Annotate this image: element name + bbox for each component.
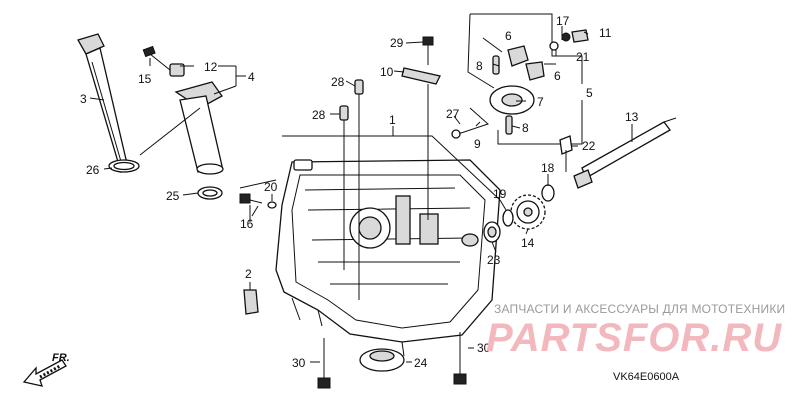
dowel-pin-part	[354, 79, 364, 95]
callout-12: 12	[204, 60, 218, 74]
callout-30b: 30	[477, 341, 491, 355]
oil-filler-tube-part	[174, 81, 224, 175]
callout-14: 14	[521, 236, 535, 250]
callout-1: 1	[389, 113, 396, 127]
callout-22: 22	[582, 139, 596, 153]
flange-bolt-part	[453, 332, 467, 385]
callout-27: 27	[446, 107, 460, 121]
dipstick-part	[77, 33, 129, 173]
callout-26: 26	[86, 163, 100, 177]
callout-20: 20	[264, 180, 278, 194]
front-direction-arrow-icon	[22, 359, 67, 387]
callout-13: 13	[625, 110, 639, 124]
callout-4: 4	[248, 70, 255, 84]
callout-2: 2	[245, 267, 252, 281]
dowel-pin-part	[339, 105, 349, 121]
washer-part	[541, 184, 555, 202]
bolt-part	[142, 45, 171, 71]
washer-part	[451, 129, 461, 139]
callout-25: 25	[166, 189, 180, 203]
callout-6: 6	[505, 29, 512, 43]
callout-8b: 8	[522, 121, 529, 135]
flange-bolt-part	[317, 338, 331, 389]
diagram-code: VK64E0600A	[613, 371, 680, 383]
drive-gear-part	[510, 194, 546, 230]
callout-28b: 28	[312, 108, 326, 122]
washer-part	[549, 41, 559, 51]
callout-30: 30	[292, 356, 306, 370]
oil-seal-part	[359, 348, 405, 372]
callout-15: 15	[138, 72, 152, 86]
callout-19: 19	[493, 187, 507, 201]
callout-21: 21	[576, 50, 590, 64]
callout-6b: 6	[554, 69, 561, 83]
clip-part	[559, 135, 573, 155]
callout-3: 3	[80, 92, 87, 106]
clip-part	[571, 29, 589, 43]
callout-28: 28	[331, 75, 345, 89]
callout-5: 5	[586, 86, 593, 100]
callout-7: 7	[537, 95, 544, 109]
callout-23: 23	[487, 253, 501, 267]
washer-part	[267, 201, 277, 209]
crankcase-cover-part	[275, 159, 501, 357]
watermark-tagline: ЗАПЧАСТИ И АКСЕССУАРЫ ДЛЯ МОТОТЕХНИКИ	[494, 302, 786, 316]
cap-part	[243, 289, 259, 315]
clip-part	[401, 67, 441, 85]
bolt-part	[239, 193, 263, 204]
callout-16: 16	[240, 217, 254, 231]
callout-29: 29	[390, 36, 404, 50]
callout-11: 11	[599, 26, 612, 40]
callout-8: 8	[476, 59, 483, 73]
camshaft-part	[573, 117, 677, 189]
pin-part	[505, 115, 513, 135]
governor-weight-part	[525, 61, 545, 81]
watermark-brand: PARTSFOR.RU	[486, 316, 783, 360]
callout-9: 9	[474, 137, 481, 151]
callout-10: 10	[380, 65, 394, 79]
front-direction-label: FR.	[52, 352, 70, 364]
callout-24: 24	[414, 356, 428, 370]
washer-part	[502, 209, 514, 227]
bolt-part	[422, 36, 434, 65]
callout-17: 17	[556, 14, 570, 28]
collar-part	[169, 63, 185, 77]
governor-weight-part	[507, 45, 529, 67]
callout-18: 18	[541, 161, 555, 175]
